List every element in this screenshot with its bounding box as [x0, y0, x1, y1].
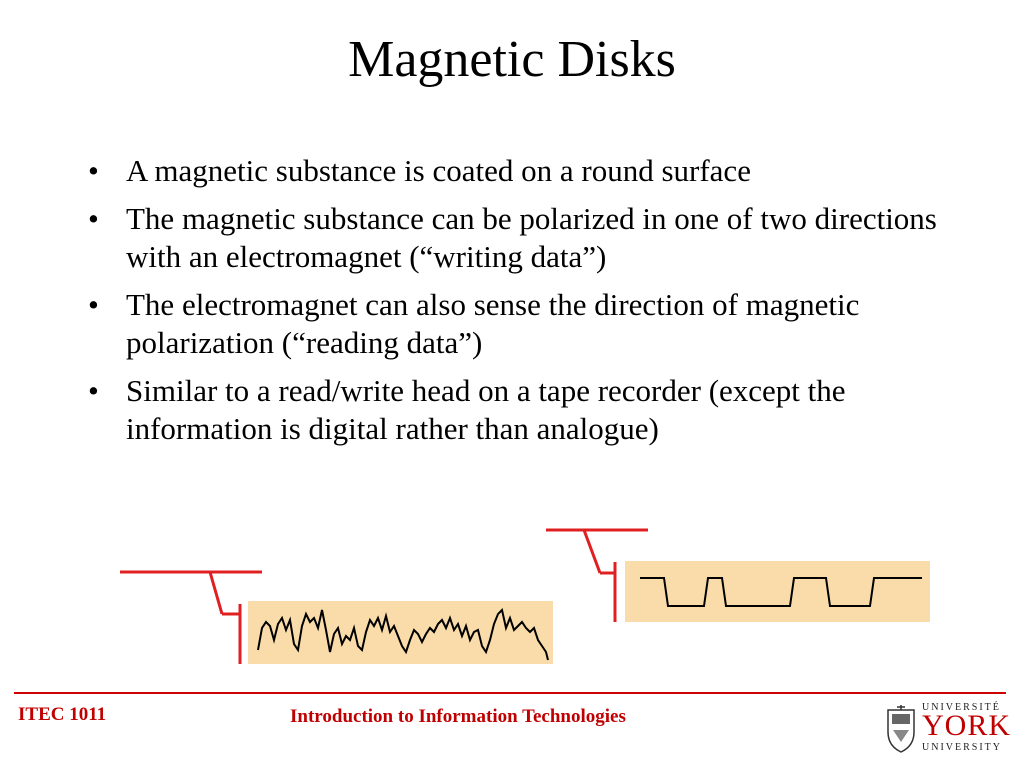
course-code: ITEC 1011: [18, 704, 107, 725]
course-title: Introduction to Information Technologies: [290, 706, 626, 727]
bullet-text: A magnetic substance is coated on a roun…: [126, 153, 751, 188]
logo-york: YORK: [922, 709, 1012, 742]
bullet-marker: •: [88, 373, 99, 408]
analog-tape-panel: [248, 601, 553, 664]
bullet-text: The electromagnet can also sense the dir…: [126, 287, 860, 360]
logo-universite: UNIVERSITÉ: [922, 702, 1001, 713]
bullet-item: • The magnetic substance can be polarize…: [88, 200, 948, 276]
analog-waveform-icon: [257, 608, 549, 661]
digital-read-head-icon: [546, 528, 648, 622]
bullet-text: The magnetic substance can be polarized …: [126, 201, 937, 274]
york-university-logo: UNIVERSITÉ YORK UNIVERSITY: [884, 700, 1012, 758]
logo-university: UNIVERSITY: [922, 742, 1002, 753]
bullet-list: • A magnetic substance is coated on a ro…: [88, 152, 948, 458]
bullet-item: • The electromagnet can also sense the d…: [88, 286, 948, 362]
bullet-marker: •: [88, 153, 99, 188]
footer-divider: [14, 692, 1006, 694]
analog-read-head-icon: [120, 570, 262, 664]
crest-icon: [887, 705, 915, 753]
read-write-head-diagram: [120, 528, 930, 664]
bullet-item: • A magnetic substance is coated on a ro…: [88, 152, 948, 190]
bullet-marker: •: [88, 287, 99, 322]
digital-waveform-icon: [640, 577, 922, 607]
digital-tape-panel: [625, 561, 930, 622]
bullet-text: Similar to a read/write head on a tape r…: [126, 373, 846, 446]
bullet-marker: •: [88, 201, 99, 236]
bullet-item: • Similar to a read/write head on a tape…: [88, 372, 948, 448]
slide-title: Magnetic Disks: [348, 31, 676, 88]
